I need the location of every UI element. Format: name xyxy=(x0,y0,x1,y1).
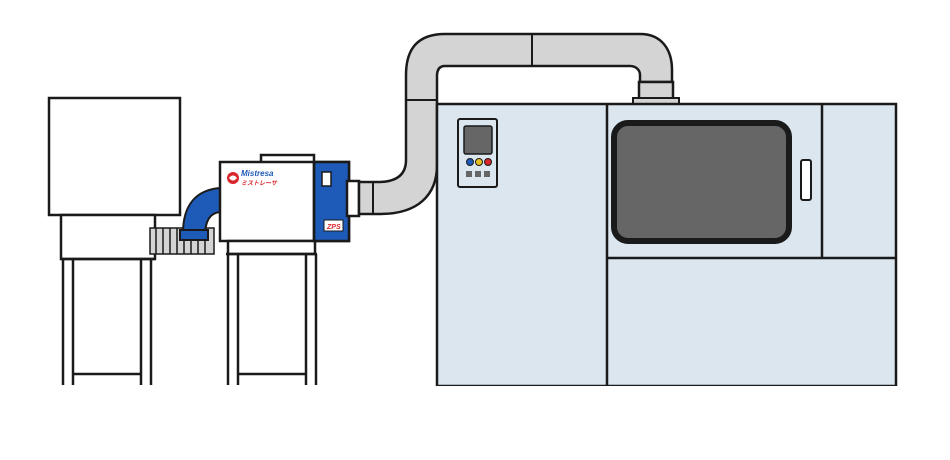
control-panel-icon xyxy=(457,118,498,188)
collector-latch xyxy=(321,171,332,187)
overhead-duct xyxy=(357,32,680,216)
machine-window xyxy=(611,120,792,244)
collector-label-plate xyxy=(323,219,344,232)
small-machine-cabinet xyxy=(47,96,182,217)
collector-bottom xyxy=(226,239,317,256)
brand-logo-icon xyxy=(227,172,239,184)
collector-stand xyxy=(226,252,318,385)
small-machine-base xyxy=(59,213,157,261)
collector-brand-name: Mistresa xyxy=(241,169,274,178)
small-machine-stand xyxy=(61,257,155,385)
collector-brand-sub: ミストレーサ xyxy=(241,180,278,187)
collector-badge-text: ZPS xyxy=(326,224,341,231)
collector-outlet-flange xyxy=(345,179,361,218)
small-machine xyxy=(47,96,182,261)
door-handle xyxy=(800,159,812,201)
blue-duct-collar xyxy=(179,229,209,241)
